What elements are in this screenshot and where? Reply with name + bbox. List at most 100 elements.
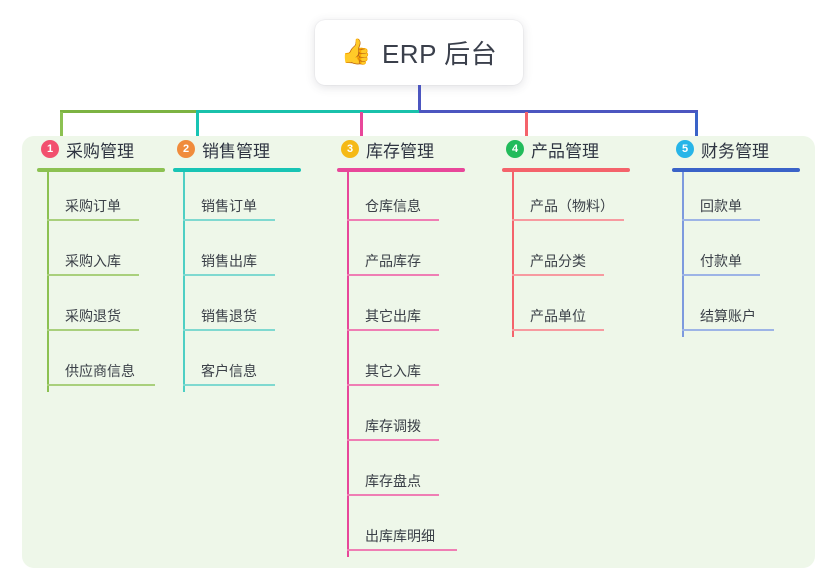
- list-item[interactable]: 其它入库: [337, 339, 482, 394]
- drop-connector-3: [360, 112, 363, 140]
- item-rule: [512, 274, 604, 276]
- branch-column-3: 3 库存管理 仓库信息 产品库存 其它出库 其它入库: [337, 136, 482, 559]
- list-item[interactable]: 采购订单: [37, 174, 177, 229]
- branch-title-4: 产品管理: [531, 141, 599, 161]
- list-item[interactable]: 产品分类: [502, 229, 657, 284]
- list-item[interactable]: 销售出库: [173, 229, 313, 284]
- branch-trunk-1: [47, 172, 49, 392]
- branch-items-1: 采购订单 采购入库 采购退货 供应商信息: [37, 172, 177, 394]
- branch-badge-2: 2: [177, 140, 195, 158]
- item-rule: [347, 549, 457, 551]
- branch-header-4[interactable]: 4 产品管理: [502, 136, 657, 162]
- item-label: 产品单位: [530, 308, 586, 324]
- list-item[interactable]: 供应商信息: [37, 339, 177, 394]
- item-label: 回款单: [700, 198, 742, 214]
- branch-items-4: 产品（物料） 产品分类 产品单位: [502, 172, 657, 339]
- item-label: 产品分类: [530, 253, 586, 269]
- drop-connector-1: [60, 112, 63, 140]
- list-item[interactable]: 销售退货: [173, 284, 313, 339]
- list-item[interactable]: 结算账户: [672, 284, 812, 339]
- branch-header-1[interactable]: 1 采购管理: [37, 136, 177, 162]
- item-rule: [682, 274, 760, 276]
- branch-title-1: 采购管理: [66, 141, 134, 161]
- branch-badge-5: 5: [676, 140, 694, 158]
- branch-trunk-5: [682, 172, 684, 337]
- item-rule: [183, 219, 275, 221]
- branch-rule-3: [337, 168, 465, 172]
- branch-trunk-4: [512, 172, 514, 337]
- branch-column-1: 1 采购管理 采购订单 采购入库 采购退货 供应商信: [37, 136, 177, 394]
- list-item[interactable]: 采购退货: [37, 284, 177, 339]
- branch-rule-1: [37, 168, 165, 172]
- list-item[interactable]: 仓库信息: [337, 174, 482, 229]
- item-rule: [682, 219, 760, 221]
- item-rule: [183, 329, 275, 331]
- root-stem-connector: [418, 85, 421, 112]
- branch-badge-3: 3: [341, 140, 359, 158]
- list-item[interactable]: 采购入库: [37, 229, 177, 284]
- bus-segment-green: [60, 110, 197, 113]
- branch-header-5[interactable]: 5 财务管理: [672, 136, 812, 162]
- list-item[interactable]: 产品（物料）: [502, 174, 657, 229]
- item-label: 销售出库: [201, 253, 257, 269]
- branch-badge-1: 1: [41, 140, 59, 158]
- branch-items-3: 仓库信息 产品库存 其它出库 其它入库 库存调拨: [337, 172, 482, 559]
- branch-column-5: 5 财务管理 回款单 付款单 结算账户: [672, 136, 812, 339]
- branch-header-2[interactable]: 2 销售管理: [173, 136, 313, 162]
- item-label: 客户信息: [201, 363, 257, 379]
- item-label: 出库库明细: [365, 528, 435, 544]
- item-rule: [682, 329, 774, 331]
- branch-rule-2: [173, 168, 301, 172]
- item-rule: [512, 329, 604, 331]
- branch-items-2: 销售订单 销售出库 销售退货 客户信息: [173, 172, 313, 394]
- item-label: 采购订单: [65, 198, 121, 214]
- item-label: 库存调拨: [365, 418, 421, 434]
- list-item[interactable]: 库存调拨: [337, 394, 482, 449]
- item-label: 其它出库: [365, 308, 421, 324]
- branch-title-3: 库存管理: [366, 141, 434, 161]
- item-label: 产品（物料）: [530, 198, 614, 214]
- item-rule: [347, 384, 439, 386]
- list-item[interactable]: 产品库存: [337, 229, 482, 284]
- item-label: 产品库存: [365, 253, 421, 269]
- item-label: 采购入库: [65, 253, 121, 269]
- list-item[interactable]: 库存盘点: [337, 449, 482, 504]
- branch-title-2: 销售管理: [202, 141, 270, 161]
- item-rule: [347, 274, 439, 276]
- item-label: 其它入库: [365, 363, 421, 379]
- item-label: 仓库信息: [365, 198, 421, 214]
- branch-trunk-2: [183, 172, 185, 392]
- list-item[interactable]: 客户信息: [173, 339, 313, 394]
- item-rule: [47, 274, 139, 276]
- item-rule: [512, 219, 624, 221]
- root-title: ERP 后台: [381, 39, 498, 69]
- item-rule: [347, 329, 439, 331]
- item-label: 结算账户: [700, 308, 756, 324]
- root-node[interactable]: 👍 ERP 后台: [315, 20, 523, 85]
- list-item[interactable]: 其它出库: [337, 284, 482, 339]
- list-item[interactable]: 销售订单: [173, 174, 313, 229]
- drop-connector-4: [525, 112, 528, 140]
- list-item[interactable]: 产品单位: [502, 284, 657, 339]
- item-label: 付款单: [700, 253, 742, 269]
- list-item[interactable]: 回款单: [672, 174, 812, 229]
- branch-column-2: 2 销售管理 销售订单 销售出库 销售退货 客户信息: [173, 136, 313, 394]
- branch-badge-4: 4: [506, 140, 524, 158]
- drop-connector-5: [695, 112, 698, 140]
- item-label: 销售退货: [201, 308, 257, 324]
- bus-segment-teal: [196, 110, 420, 113]
- item-label: 销售订单: [201, 198, 257, 214]
- list-item[interactable]: 出库库明细: [337, 504, 482, 559]
- branches-panel: 1 采购管理 采购订单 采购入库 采购退货 供应商信: [22, 136, 815, 568]
- bus-segment-indigo: [419, 110, 698, 113]
- list-item[interactable]: 付款单: [672, 229, 812, 284]
- branch-items-5: 回款单 付款单 结算账户: [672, 172, 812, 339]
- branch-header-3[interactable]: 3 库存管理: [337, 136, 482, 162]
- thumbs-up-icon: 👍: [340, 38, 372, 66]
- item-label: 库存盘点: [365, 473, 421, 489]
- branch-title-5: 财务管理: [701, 141, 769, 161]
- branch-rule-4: [502, 168, 630, 172]
- item-label: 供应商信息: [65, 363, 135, 379]
- item-rule: [47, 384, 155, 386]
